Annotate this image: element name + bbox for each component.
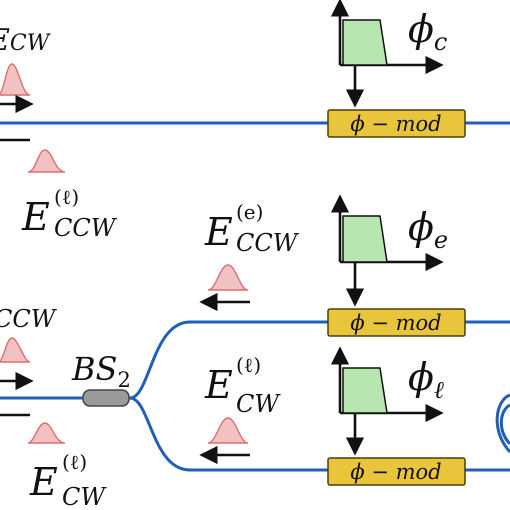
label-bottom-cw-sub: CW (62, 483, 107, 510)
pulse-upper-ccw (207, 264, 249, 291)
label-upper-ccw: E (e) CCW (204, 200, 300, 257)
fiber-upper-branch (129, 320, 510, 400)
label-lower-cw-base: E (204, 363, 233, 407)
pulse-top-ccw (27, 149, 66, 173)
svg-text:ϕc: ϕc (408, 7, 447, 56)
modulator-lower-label: ϕ − mod (350, 460, 441, 484)
bs-label: BS2 (71, 350, 131, 392)
phase-plot-l: ϕℓ (330, 346, 444, 456)
label-left-ccw: CCW (0, 305, 58, 333)
label-top-ccw: E (ℓ) CCW (21, 185, 118, 242)
label-top-cw: ECW (0, 23, 52, 58)
fiber-loop-outer (495, 393, 510, 454)
modulator-top: ϕ − mod (327, 109, 466, 138)
svg-text:ϕℓ: ϕℓ (408, 355, 444, 404)
direction-arrows (0, 94, 250, 465)
pulse-left-cw (27, 422, 66, 444)
label-bottom-cw-base: E (29, 460, 58, 504)
phase-e-symbol: ϕ (408, 205, 434, 249)
fiber-lower-branch (129, 396, 510, 472)
pulse-top-cw (0, 63, 31, 96)
label-top-ccw-sub: CCW (54, 214, 118, 242)
phase-l-sub: ℓ (434, 376, 444, 404)
label-top-ccw-base: E (21, 195, 50, 239)
label-lower-cw-sub: CW (236, 390, 281, 418)
label-lower-cw: E (ℓ) CW (204, 353, 281, 418)
bs-label-sub: 2 (117, 368, 130, 392)
pulse-lower-cw (207, 417, 249, 444)
modulator-upper-label: ϕ − mod (350, 311, 441, 335)
phase-l-symbol: ϕ (408, 355, 434, 399)
modulator-top-label: ϕ − mod (350, 112, 441, 136)
modulator-lower-branch: ϕ − mod (327, 457, 466, 486)
pulse-left-ccw (0, 337, 31, 363)
phase-c-sub: c (434, 28, 447, 56)
phase-c-symbol: ϕ (408, 7, 434, 51)
pulses (0, 63, 249, 444)
label-top-cw-base: E (0, 23, 10, 58)
label-top-cw-sub: CW (10, 31, 52, 56)
phase-e-sub: e (434, 226, 448, 254)
fiber-loop-inner (499, 403, 510, 446)
label-bottom-cw-sup: (ℓ) (62, 450, 87, 474)
label-lower-cw-sup: (ℓ) (236, 353, 261, 377)
label-top-ccw-sup: (ℓ) (54, 185, 79, 209)
label-upper-ccw-sup: (e) (236, 200, 263, 224)
label-bottom-cw: E (ℓ) CW (29, 450, 107, 510)
beam-splitter (82, 389, 130, 407)
label-upper-ccw-base: E (204, 210, 233, 254)
label-upper-ccw-sub: CCW (236, 229, 300, 257)
phase-plot-e: ϕe (330, 194, 448, 307)
phase-plot-c: ϕc (330, 0, 447, 108)
bs-label-base: BS (71, 350, 117, 388)
svg-text:ϕe: ϕe (408, 205, 448, 254)
modulator-upper-branch: ϕ − mod (327, 308, 466, 337)
